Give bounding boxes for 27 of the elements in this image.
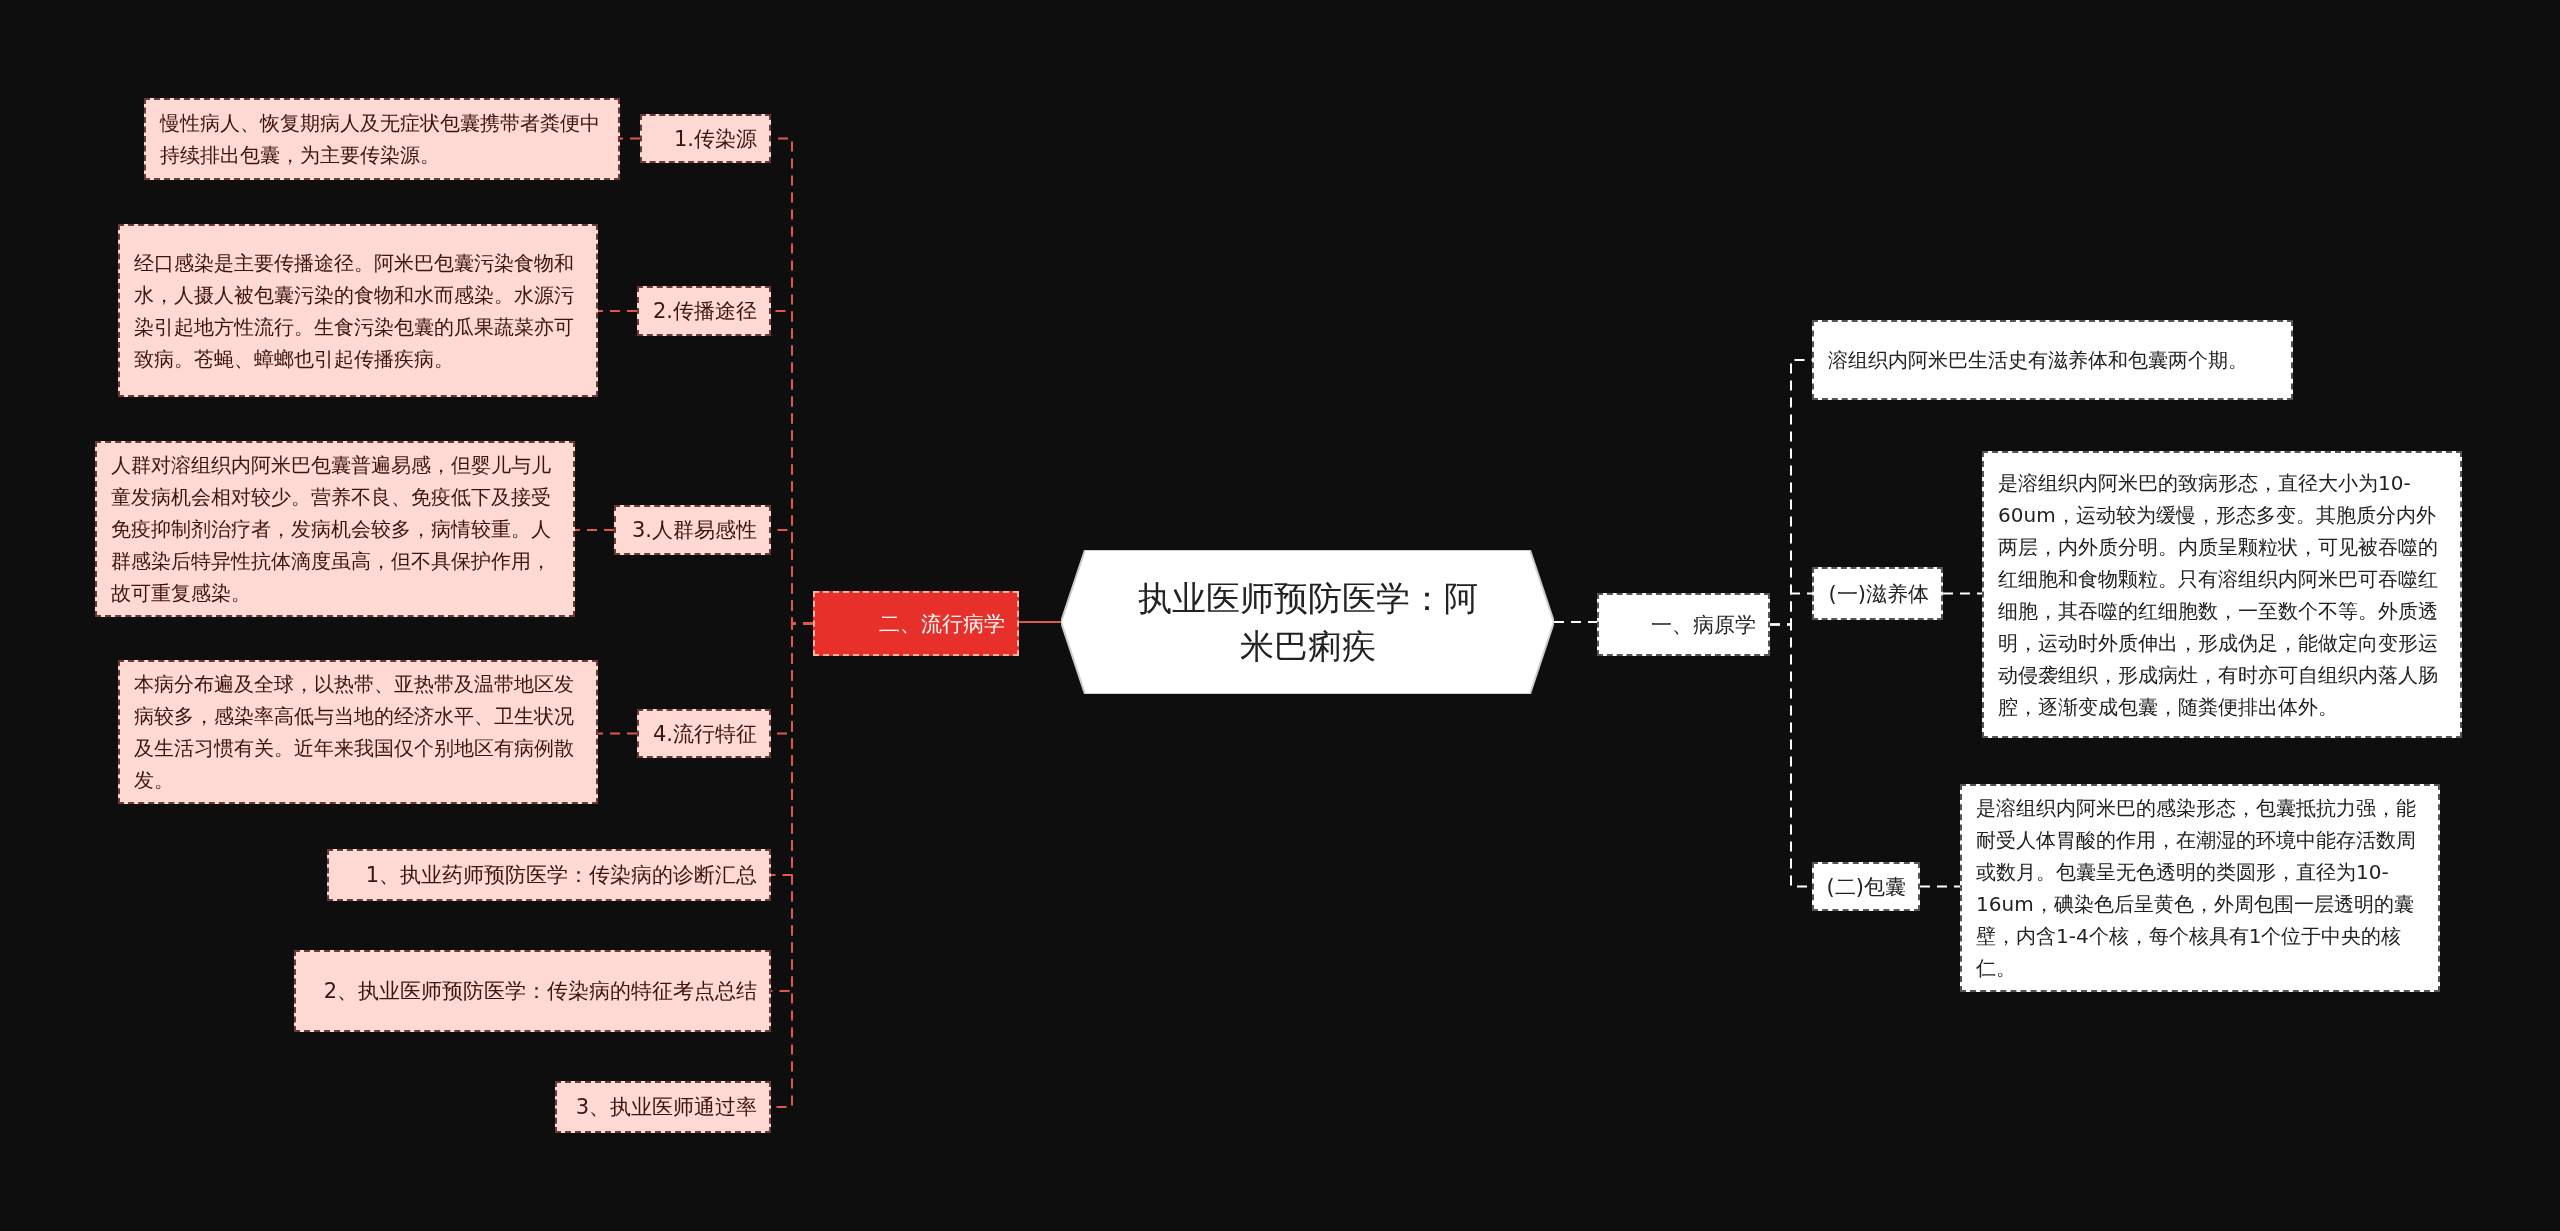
connector-line [597,310,638,312]
note-box: 人群对溶组织内阿米巴包囊普遍易感，但婴儿与儿童发病机会相对较少。营养不良、免疫低下及接受免疫抑制剂治疗者，发病机会较多，病情较重。人群感染后特异性抗体滴度虽高，但不具保护作用，故可重复感染。 [95,441,575,617]
topic-box: 4.流行特征 [637,709,771,758]
topic-box: (二)包囊 [1812,862,1920,911]
branch-box: 二、流行病学 [813,591,1019,656]
connector-line [619,137,641,140]
topic-box: (一)滋养体 [1812,567,1943,620]
topic-box: 3、执业医师通过率 [555,1081,771,1133]
connector-line [1919,885,1961,888]
topic-box: 1.传染源 [640,114,771,163]
note-box: 慢性病人、恢复期病人及无症状包囊携带者粪便中持续排出包囊，为主要传染源。 [144,98,620,180]
connector-line [1942,592,1983,595]
connector-line [1553,621,1598,623]
note-box: 经口感染是主要传播途径。阿米巴包囊污染食物和水，人摄人被包囊污染的食物和水而感染。水源污染引起地方性流行。生食污染包囊的瓜果蔬菜亦可致病。苍蝇、蟑螂也引起传播疾病。 [118,224,598,397]
note-box: 是溶组织内阿米巴的感染形态，包囊抵抗力强，能耐受人体胃酸的作用，在潮湿的环境中能存活数周或数月。包囊呈无色透明的类圆形，直径为10-16um，碘染色后呈黄色，外周包围一层透明的囊壁，内含1-4个核，每个核具有1个位于中央的核仁。 [1960,784,2440,992]
branch-box: 一、病原学 [1597,593,1770,656]
topic-box: 2、执业医师预防医学：传染病的特征考点总结 [294,950,771,1032]
topic-box: 3.人群易感性 [614,505,771,555]
note-box: 本病分布遍及全球，以热带、亚热带及温带地区发病较多，感染率高低与当地的经济水平、卫生状况及生活习惯有关。近年来我国仅个别地区有病例散发。 [118,660,598,804]
note-box: 是溶组织内阿米巴的致病形态，直径大小为10-60um，运动较为缓慢，形态多变。其胞质分内外两层，内外质分明。内质呈颗粒状，可见被吞噬的红细胞和食物颗粒。只有溶组织内阿米巴可吞噬红细胞，其吞噬的红细胞数，一至数个不等。外质透明，运动时外质伸出，形成伪足，能做定向变形运动侵袭组织，形成病灶，有时亦可自组织内落人肠腔，逐渐变成包囊，随粪便排出体外。 [1982,451,2462,738]
connector-line [597,732,638,735]
topic-hexagon: 执业医师预防医学：阿米巴痢疾 [1061,550,1554,694]
topic-box: 2.传播途径 [637,286,771,336]
connector-line [574,529,615,531]
note-box: 溶组织内阿米巴生活史有滋养体和包囊两个期。 [1812,320,2293,400]
topic-box: 1、执业药师预防医学：传染病的诊断汇总 [327,849,771,901]
connector-line [1018,621,1062,623]
